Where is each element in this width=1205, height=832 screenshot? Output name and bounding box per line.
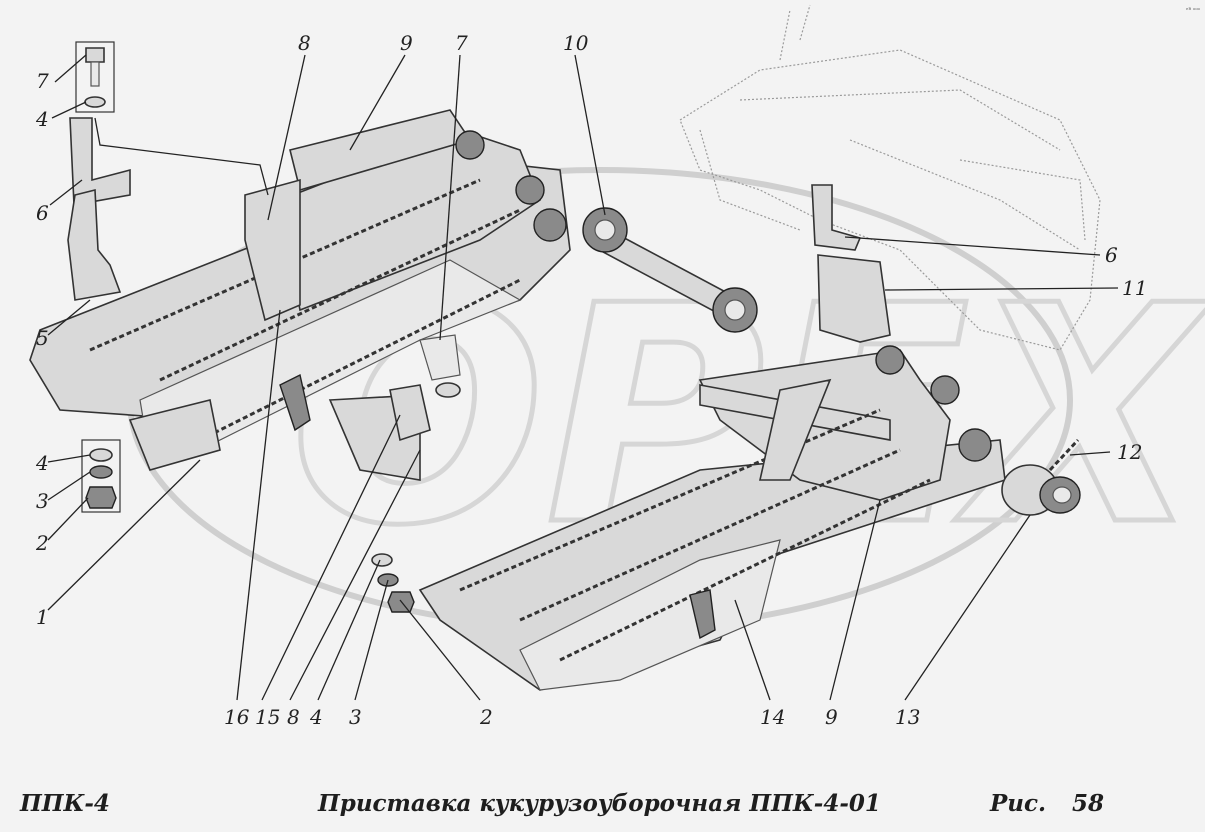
bracket-5-left (67, 188, 122, 301)
footer-model: ППК-4 (20, 790, 110, 817)
callout-6-left: 6 (36, 201, 49, 225)
footer-figure: Рис. 58 (990, 790, 1104, 817)
callout-13: 13 (895, 705, 920, 729)
footer-title: Приставка кукурузоуборочная ППК-4-01 (318, 790, 881, 817)
figure-number: 58 (1072, 790, 1105, 817)
figure-label: Рис. (990, 790, 1047, 817)
callout-9-top: 9 (400, 31, 413, 55)
right-header-unit (418, 345, 1006, 691)
callout-3-center: 3 (349, 705, 362, 729)
bracket-6-right (811, 184, 862, 251)
callout-1: 1 (36, 605, 49, 629)
harvester-frame-outline (679, 4, 1101, 351)
callout-6-right: 6 (1105, 243, 1118, 267)
callout-8-bottom: 8 (287, 705, 300, 729)
corner-mark: ᵉᴮ ᵒᵒᵒ (1186, 7, 1201, 14)
callout-9-bottom: 9 (825, 705, 838, 729)
callout-14: 14 (760, 705, 785, 729)
bolt-washer-stack-top (75, 41, 115, 113)
callout-7-center: 7 (455, 31, 468, 55)
callout-4-top: 4 (35, 107, 49, 131)
callout-11: 11 (1122, 276, 1147, 300)
callout-7-top: 7 (36, 69, 49, 93)
bracket-6-left (69, 117, 131, 206)
callout-2-bottom: 2 (35, 531, 49, 555)
callout-8-top: 8 (298, 31, 311, 55)
callout-16: 16 (224, 705, 250, 729)
callout-10: 10 (563, 31, 589, 55)
callout-3-bottom: 3 (36, 489, 49, 513)
bracket-11-right (817, 254, 891, 343)
callout-12: 12 (1117, 440, 1142, 464)
leader-lines (47, 54, 1119, 701)
callout-4-center: 4 (309, 705, 323, 729)
callout-5: 5 (36, 326, 49, 350)
gearbox-hub (1001, 438, 1081, 516)
callout-15: 15 (255, 705, 280, 729)
nut-washer-stack-bottom (81, 439, 121, 513)
callout-2-center: 2 (479, 705, 493, 729)
center-divider-parts (328, 334, 461, 613)
callout-4-bottom: 4 (35, 451, 49, 475)
callout-labels: 7 4 6 5 8 9 7 10 6 11 12 4 3 2 1 16 15 8… (35, 31, 1147, 729)
drive-shaft (582, 207, 758, 333)
